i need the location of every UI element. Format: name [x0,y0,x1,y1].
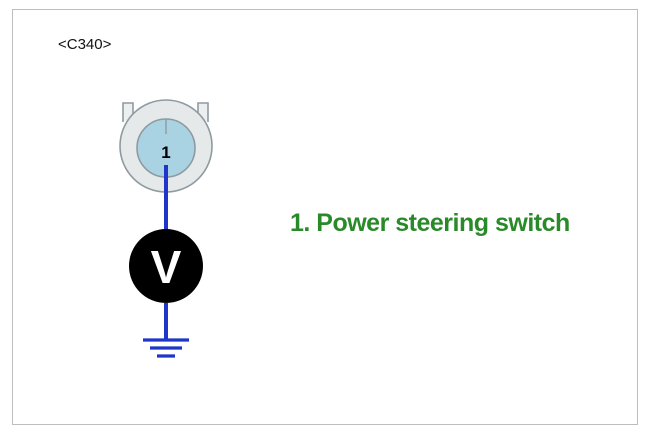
diagram-frame [12,9,638,425]
component-label-power-steering-switch: 1. Power steering switch [290,209,570,237]
connector-icon: 1 [119,99,213,193]
voltmeter-body [129,229,203,303]
voltmeter-symbol: V [151,241,182,293]
voltmeter-icon[interactable]: V [129,229,203,303]
pin-number: 1 [161,143,170,162]
connector-id-label: <C340> [58,36,112,53]
ground-icon [143,338,189,358]
